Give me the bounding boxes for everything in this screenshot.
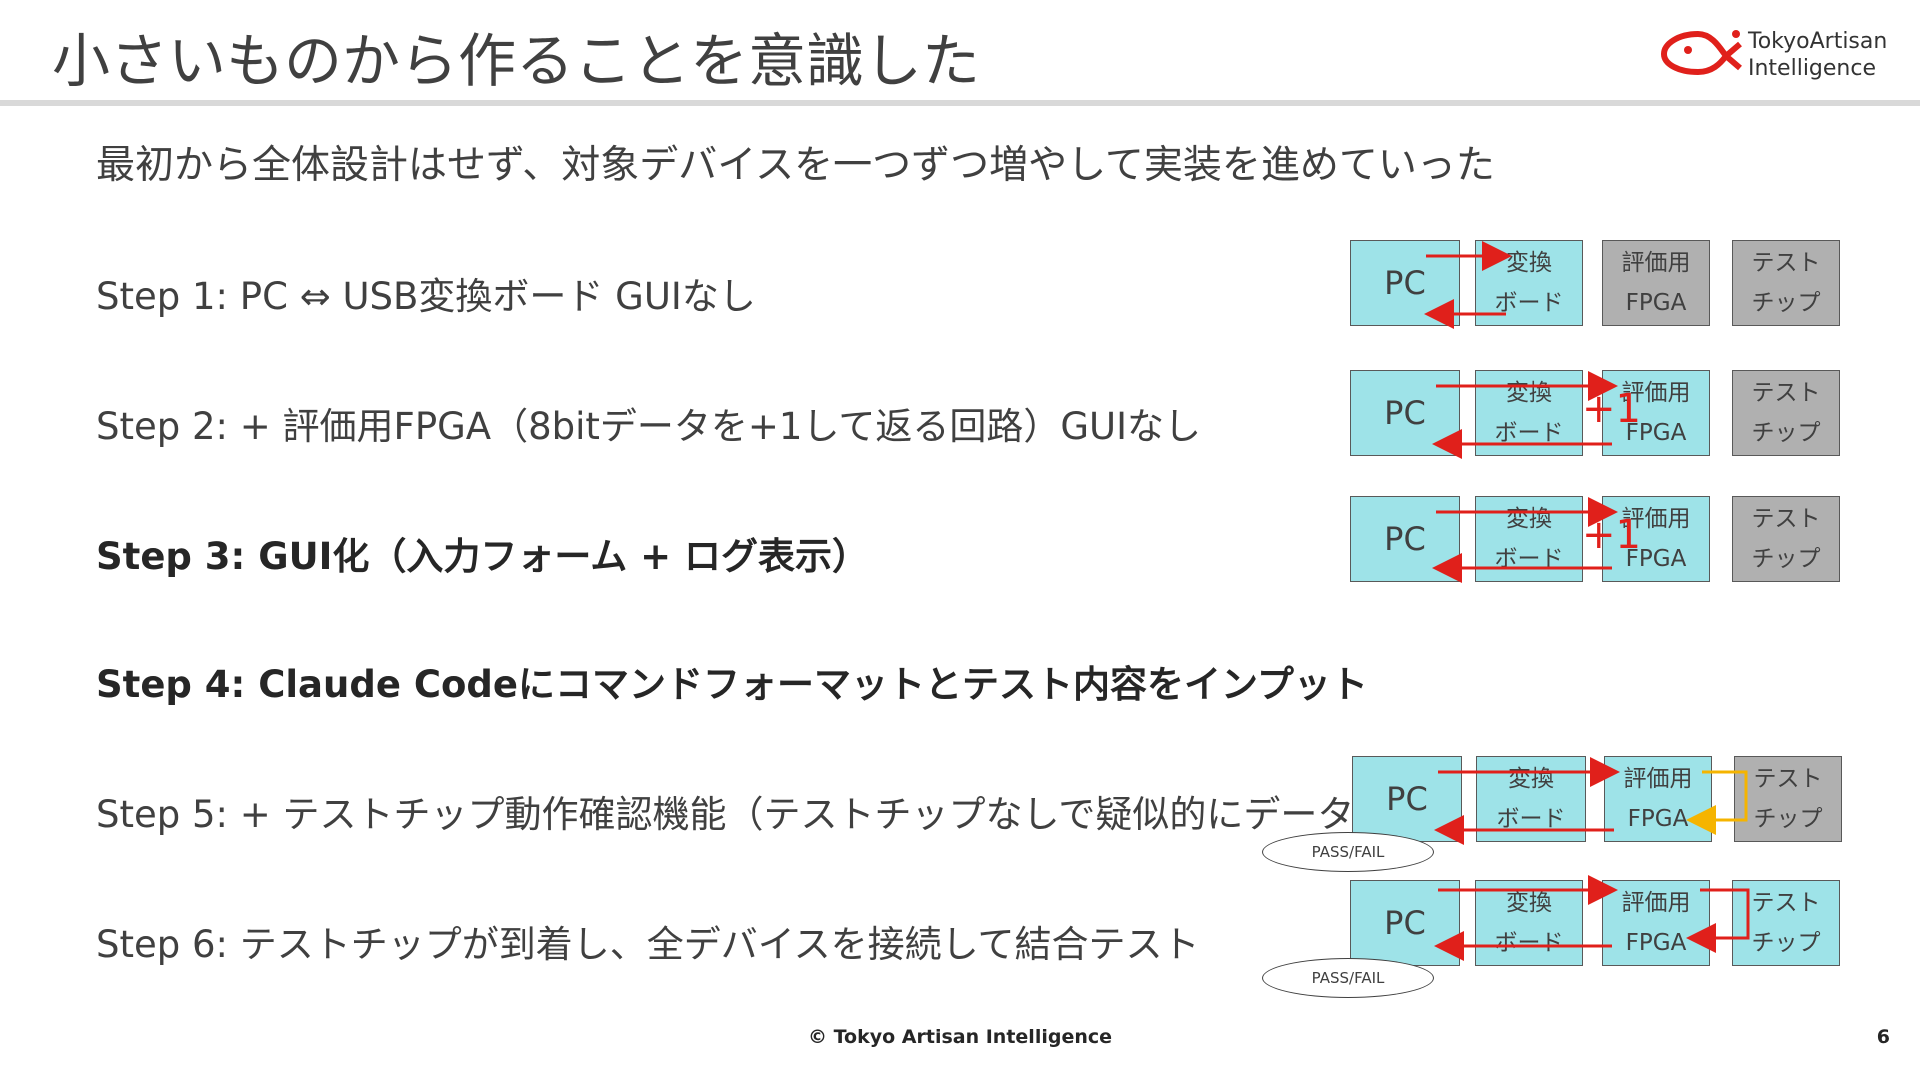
step-1-text: Step 1: PC ⇔ USB変換ボード GUIなし: [96, 275, 756, 318]
fish-logo-icon: [1660, 30, 1742, 76]
step-5-text: Step 5: + テストチップ動作確認機能（テストチップなしで疑似的にデータ取…: [96, 793, 1466, 836]
signal-arrows: [1432, 497, 1618, 583]
signal-arrows: [1424, 241, 1512, 329]
test-chip-block: テストチップ: [1732, 370, 1840, 456]
pc-block: PC: [1350, 370, 1460, 456]
test-chip-block: テストチップ: [1732, 240, 1840, 326]
page-number: 6: [1876, 1026, 1890, 1048]
logo-line-1: TokyoArtisan: [1748, 29, 1888, 54]
test-chip-block: テストチップ: [1732, 496, 1840, 582]
signal-arrows: [1434, 757, 1748, 845]
copyright-footer: © Tokyo Artisan Intelligence: [808, 1026, 1112, 1048]
step-4-text: Step 4: Claude Codeにコマンドフォーマットとテスト内容をインプ…: [96, 663, 1368, 706]
pass-fail-label: PASS/FAIL: [1262, 832, 1434, 872]
step-2-text: Step 2: + 評価用FPGA（8bitデータを+1して返る回路）GUIなし: [96, 405, 1202, 448]
test-chip-block: テストチップ: [1732, 880, 1840, 966]
step-3-text: Step 3: GUI化（入力フォーム + ログ表示）: [96, 535, 870, 578]
slide-subtitle: 最初から全体設計はせず、対象デバイスを一つずつ増やして実装を進めていった: [96, 143, 1495, 188]
step-6-text: Step 6: テストチップが到着し、全デバイスを接続して結合テスト: [96, 923, 1200, 966]
pass-fail-label: PASS/FAIL: [1262, 958, 1434, 998]
signal-arrows: [1434, 875, 1750, 961]
test-chip-block: テストチップ: [1734, 756, 1842, 842]
converter-board-block: 変換ボード: [1476, 756, 1586, 842]
logo-line-2: Intelligence: [1748, 56, 1877, 81]
company-logo: TokyoArtisan Intelligence: [1660, 22, 1900, 86]
converter-board-block: 変換ボード: [1475, 370, 1583, 456]
slide-title: 小さいものから作ることを意識した: [52, 27, 981, 95]
title-divider: [0, 100, 1920, 106]
signal-arrows: [1432, 371, 1618, 459]
pc-block: PC: [1350, 496, 1460, 582]
converter-board-block: 変換ボード: [1475, 240, 1583, 326]
converter-board-block: 変換ボード: [1475, 880, 1583, 966]
